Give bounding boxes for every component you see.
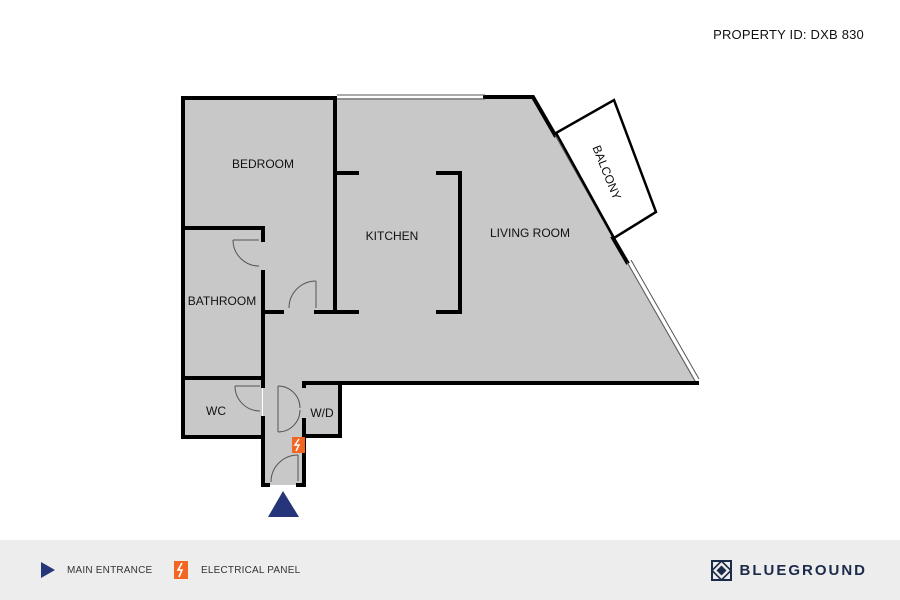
room-label-wc: WC [206,404,226,418]
room-label-bathroom: BATHROOM [188,294,256,308]
property-id: PROPERTY ID: DXB 830 [713,27,864,42]
room-label-living-room: LIVING ROOM [490,226,570,240]
legend-electrical-panel-label: ELECTRICAL PANEL [201,564,301,576]
room-label-kitchen: KITCHEN [366,229,419,243]
legend-main-entrance: MAIN ENTRANCE [40,540,152,600]
doors [232,239,317,483]
brand-name: BLUEGROUND [739,561,867,579]
floor-fill [183,98,697,485]
electrical-panel-icon [292,437,305,453]
main-entrance-legend-icon [41,562,55,578]
room-label-bedroom: BEDROOM [232,157,294,171]
blueground-brand: BLUEGROUND [710,540,868,600]
legend-bar: MAIN ENTRANCE ELECTRICAL PANEL BLUEGROUN… [0,540,900,600]
blueground-logo-icon [710,559,732,581]
floor-plan: BEDROOM KITCHEN LIVING ROOM BATHROOM WC … [181,94,700,517]
electrical-panel-legend-icon [174,561,188,579]
room-label-wd: W/D [310,406,334,420]
main-entrance-icon [268,491,299,517]
legend-main-entrance-label: MAIN ENTRANCE [67,564,153,576]
walls [181,95,699,487]
balcony [554,98,658,240]
legend-electrical-panel: ELECTRICAL PANEL [174,540,300,600]
